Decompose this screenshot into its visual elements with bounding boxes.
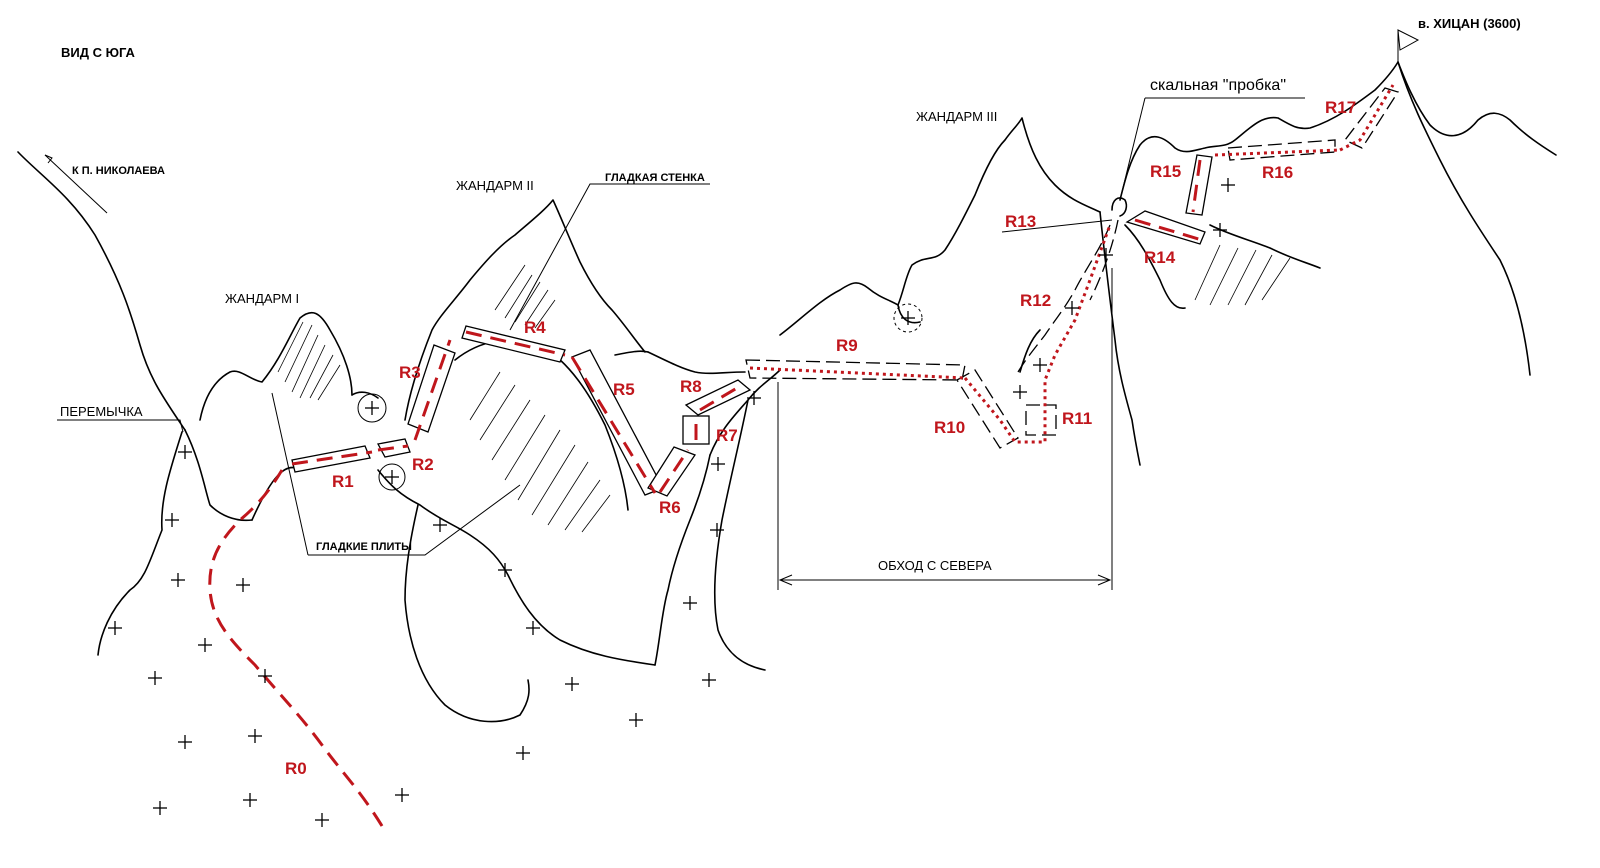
labels: ВИД С ЮГА в. ХИЦАН (3600) К П. НИКОЛАЕВА… [60, 16, 1521, 573]
route-section-labels: R0 R1 R2 R3 R4 R5 R6 R7 R8 R9 R10 R11 R1… [285, 98, 1356, 778]
scree-plus-mark [395, 788, 409, 802]
scree-plus-mark [171, 573, 185, 587]
scree-plus-mark [683, 596, 697, 610]
scree-plus-mark [108, 621, 122, 635]
scree-plus-mark [243, 793, 257, 807]
route-line [208, 84, 1395, 827]
smooth-slabs-label: ГЛАДКИЕ ПЛИТЫ [316, 541, 412, 553]
section-r13: R13 [1005, 212, 1036, 231]
section-r0: R0 [285, 759, 307, 778]
scree-plus-mark [747, 391, 761, 405]
scree-plus-mark [526, 621, 540, 635]
section-r8: R8 [680, 377, 702, 396]
scree-plus-mark [1033, 358, 1047, 372]
circled-plus-mark [901, 311, 915, 325]
gendarme-2-label: ЖАНДАРМ II [456, 178, 534, 193]
scree-plus-mark [1065, 301, 1079, 315]
scree-marks [108, 178, 1235, 827]
section-r11: R11 [1062, 409, 1092, 428]
scree-plus-mark [629, 713, 643, 727]
pitch-boxes [291, 87, 1400, 497]
smooth-wall-label: ГЛАДКАЯ СТЕНКА [605, 172, 705, 184]
scree-plus-mark [1099, 248, 1113, 262]
circled-plus-mark [385, 470, 399, 484]
section-r14: R14 [1144, 248, 1176, 267]
view-title: ВИД С ЮГА [61, 45, 136, 60]
section-r15: R15 [1150, 162, 1181, 181]
rock-plug-label: скальная "пробка" [1150, 77, 1286, 94]
scree-plus-mark [236, 578, 250, 592]
gendarme-1-label: ЖАНДАРМ I [225, 291, 299, 306]
scree-plus-mark [198, 638, 212, 652]
scree-plus-mark [1213, 223, 1227, 237]
section-r10: R10 [934, 418, 965, 437]
ridge-outline [17, 61, 1557, 723]
summit-label: в. ХИЦАН (3600) [1418, 16, 1521, 31]
section-r6: R6 [659, 498, 681, 517]
section-r1: R1 [332, 472, 354, 491]
section-r3: R3 [399, 363, 421, 382]
scree-plus-mark [178, 445, 192, 459]
scree-plus-mark [153, 801, 167, 815]
bypass-north-label: ОБХОД С СЕВЕРА [878, 558, 992, 573]
circled-plus-mark [365, 401, 379, 415]
scree-plus-mark [248, 729, 262, 743]
scree-plus-mark [433, 518, 447, 532]
scree-plus-mark [148, 671, 162, 685]
leader-lines [44, 29, 1420, 590]
scree-plus-mark [710, 523, 724, 537]
section-r12: R12 [1020, 291, 1051, 310]
gendarme-3-label: ЖАНДАРМ III [916, 109, 997, 124]
scree-plus-mark [315, 813, 329, 827]
section-r5: R5 [613, 380, 635, 399]
rock-hatching [277, 244, 1291, 533]
section-r4: R4 [524, 318, 546, 337]
scree-plus-mark [1013, 385, 1027, 399]
section-r16: R16 [1262, 163, 1293, 182]
scree-plus-mark [516, 746, 530, 760]
section-r7: R7 [716, 426, 738, 445]
section-r9: R9 [836, 336, 858, 355]
peremychka-label: ПЕРЕМЫЧКА [60, 404, 143, 419]
scree-plus-mark [498, 563, 512, 577]
direction-label: К П. НИКОЛАЕВА [72, 165, 165, 177]
circled-plus [357, 303, 923, 491]
section-r2: R2 [412, 455, 434, 474]
scree-plus-mark [565, 677, 579, 691]
scree-plus-mark [258, 669, 272, 683]
scree-plus-mark [178, 735, 192, 749]
scree-plus-mark [165, 513, 179, 527]
scree-plus-mark [711, 457, 725, 471]
scree-plus-mark [1221, 178, 1235, 192]
section-r17: R17 [1325, 98, 1356, 117]
scree-plus-mark [702, 673, 716, 687]
